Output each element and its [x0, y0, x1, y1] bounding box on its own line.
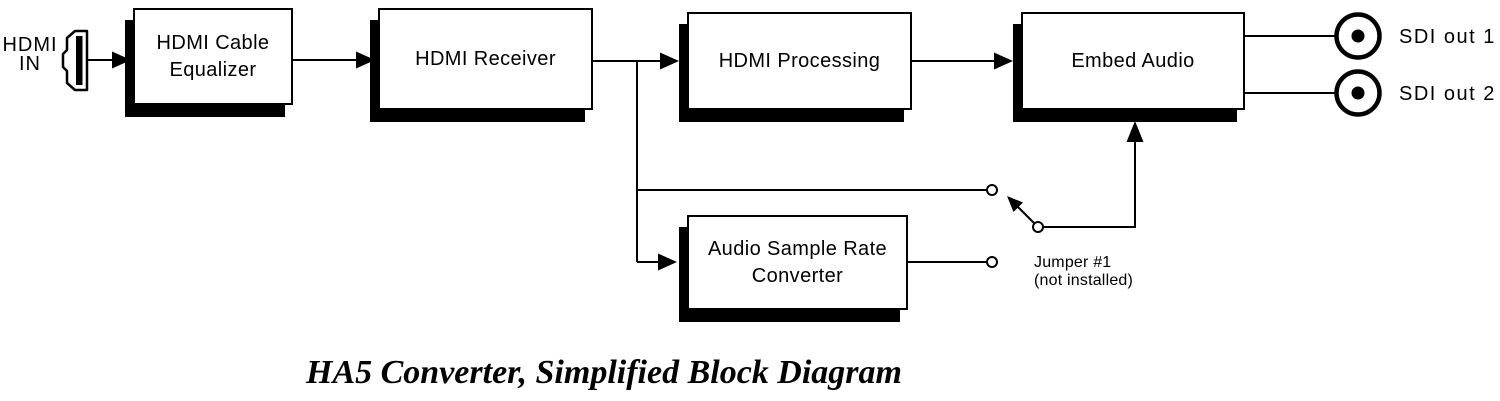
block-label: Converter: [751, 264, 844, 287]
wire-processing-to-embed-audio: [912, 52, 1013, 70]
block-hdmi-receiver: HDMI Receiver: [378, 8, 593, 110]
block-audio-sample-rate-converter: Audio Sample Rate Converter: [687, 215, 908, 310]
block-label: HDMI Receiver: [415, 47, 556, 70]
diagram-title: HA5 Converter, Simplified Block Diagram: [306, 354, 902, 391]
hdmi-in-label-line1: HDMI: [2, 34, 58, 56]
jumper-label: Jumper #1: [1034, 254, 1112, 271]
jumper-lever-arrowhead: [1007, 196, 1023, 212]
jumper-annotation: Jumper #1 (not installed): [1034, 254, 1133, 289]
block-label: HDMI Processing: [718, 49, 881, 72]
bnc-connector-icon-sdi1: [1334, 12, 1382, 60]
wire-receiver-to-processing: [593, 52, 679, 70]
block-hdmi-processing: HDMI Processing: [687, 12, 912, 110]
hdmi-in-label-line2: IN: [19, 53, 41, 75]
wire-input-to-equalizer: [87, 51, 131, 69]
block-label: Audio Sample Rate: [707, 237, 888, 260]
sdi-out-1-label: SDI out 1: [1399, 26, 1496, 48]
hdmi-in-label: HDMI IN: [2, 34, 58, 75]
jumper-terminal-asrc: [986, 256, 998, 268]
jumper-lever: [1016, 205, 1036, 225]
block-label: Embed Audio: [1071, 49, 1195, 72]
wire-jumper-to-embed-audio: [1043, 121, 1144, 228]
jumper-terminal-direct: [986, 184, 998, 196]
jumper-switch-icon: [986, 184, 1044, 268]
block-label: Equalizer: [169, 58, 257, 81]
bnc-connector-icon-sdi2: [1334, 69, 1382, 117]
block-label: HDMI Cable: [156, 31, 270, 54]
block-hdmi-cable-equalizer: HDMI Cable Equalizer: [133, 8, 293, 105]
block-embed-audio: Embed Audio: [1021, 12, 1245, 110]
wire-audio-branch: [636, 61, 987, 271]
wire-equalizer-to-receiver: [293, 51, 375, 69]
jumper-note: (not installed): [1034, 271, 1134, 289]
sdi-out-2-label: SDI out 2: [1399, 83, 1496, 105]
hdmi-connector-icon: [61, 29, 89, 92]
